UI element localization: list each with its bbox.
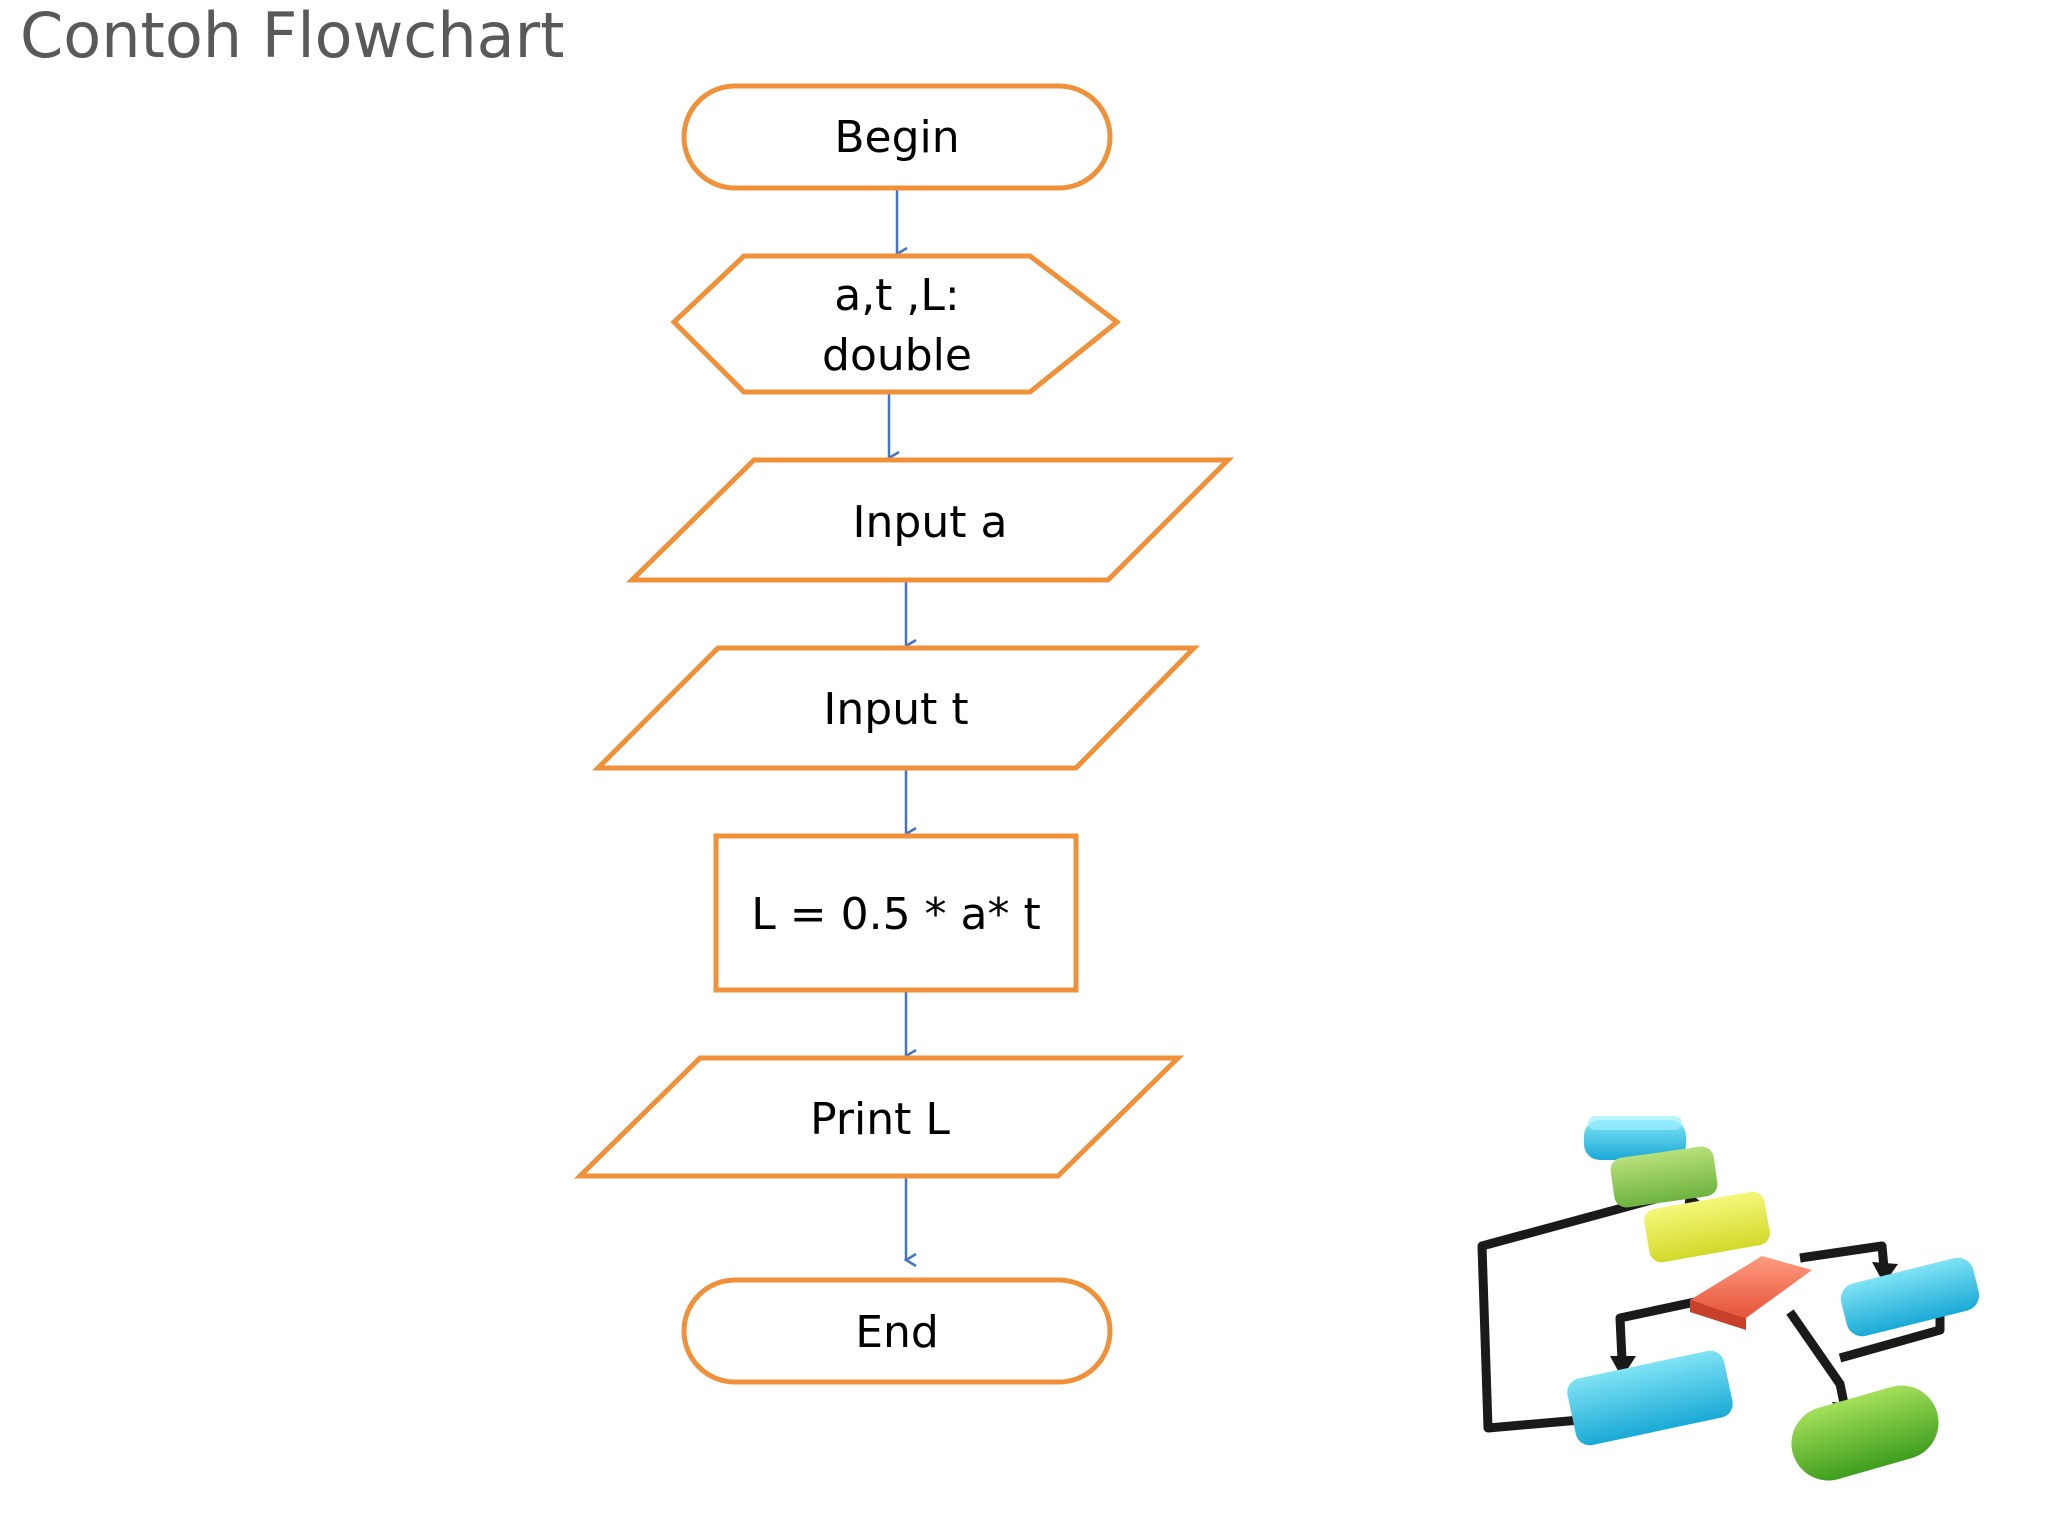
node-process-label: L = 0.5 * a* t: [751, 889, 1041, 940]
node-process: L = 0.5 * a* t: [713, 833, 1079, 993]
node-declare-label-line2: double: [822, 330, 972, 381]
flowchart-3d-illustration-icon: [1477, 1116, 1980, 1481]
node-declare-label-line1: a,t ,L:: [834, 270, 960, 321]
flowchart-connectors: [889, 188, 906, 1260]
node-declare: a,t ,L: double: [670, 253, 1122, 395]
node-begin: Begin: [681, 83, 1113, 191]
node-print-label: Print L: [810, 1094, 950, 1145]
node-begin-label: Begin: [834, 112, 959, 163]
node-end: End: [681, 1277, 1113, 1385]
node-input-a-label: Input a: [853, 497, 1008, 548]
node-print: Print L: [573, 1055, 1185, 1179]
node-input-t: Input t: [591, 645, 1200, 771]
slide-title: Contoh Flowchart: [20, 0, 565, 72]
node-input-t-label: Input t: [823, 684, 968, 735]
node-input-a: Input a: [625, 457, 1235, 583]
node-end-label: End: [855, 1307, 939, 1358]
